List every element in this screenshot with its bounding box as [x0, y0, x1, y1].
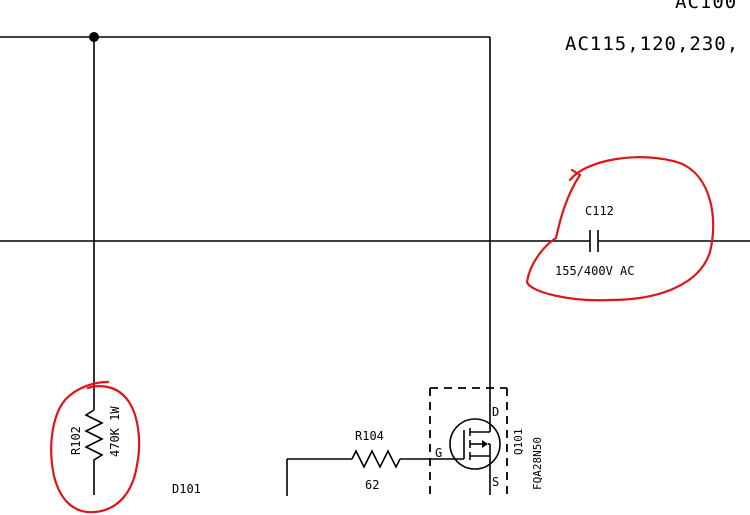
mosfet-q101-symbol	[449, 384, 501, 495]
header-ac-label-2: AC115,120,230,	[565, 33, 739, 55]
annotation-circle-capacitor	[525, 156, 715, 302]
annotation-circle-resistor	[50, 380, 141, 514]
mosfet-pin-source: S	[492, 475, 499, 489]
resistor-r104-symbol	[351, 449, 401, 469]
capacitor-c112-ref: C112	[585, 204, 614, 218]
capacitor-c112-symbol	[589, 230, 599, 252]
mosfet-pin-drain: D	[492, 405, 499, 419]
top-rail-wire	[0, 36, 491, 384]
gate-wire	[286, 458, 464, 496]
resistor-r104-ref: R104	[355, 429, 384, 443]
resistor-r102-symbol	[84, 409, 104, 495]
diode-d101-ref: D101	[172, 482, 201, 496]
mosfet-q101-ref: Q101	[512, 429, 525, 456]
header-ac-label-1: AC100	[675, 0, 737, 13]
mosfet-q101-part: FQA28N50	[531, 437, 544, 490]
capacitor-c112-value: 155/400V AC	[555, 264, 634, 278]
resistor-r102-ref: R102	[69, 426, 83, 455]
resistor-r104-value: 62	[365, 478, 379, 492]
mosfet-q101-package-outline	[429, 387, 508, 497]
mosfet-pin-gate: G	[435, 446, 442, 460]
resistor-r102-value: 470K 1W	[108, 406, 122, 457]
